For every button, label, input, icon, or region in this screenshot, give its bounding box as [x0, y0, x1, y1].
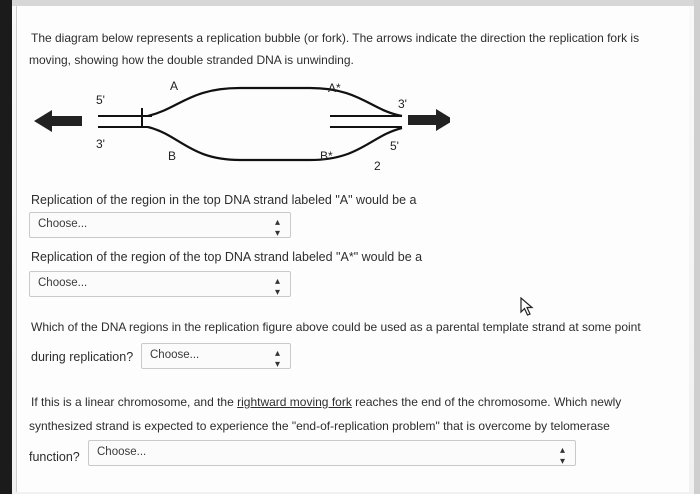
- question-1-select-value: Choose...: [38, 218, 88, 230]
- label-b: B: [168, 149, 176, 163]
- question-2-text: Replication of the region of the top DNA…: [31, 250, 423, 264]
- right-arrow-icon: [408, 109, 450, 131]
- label-b-star: B*: [320, 149, 333, 163]
- question-2-select-value: Choose...: [38, 277, 88, 289]
- bubble-top-strand: [147, 86, 403, 118]
- question-3-select[interactable]: Choose... ▴▾: [141, 343, 291, 370]
- label-a: A: [170, 79, 178, 93]
- question-4-line-1-end: reaches the end of the chromosome. Which…: [351, 395, 622, 409]
- five-prime-top-left: 5': [96, 93, 105, 107]
- question-3-select-value: Choose...: [150, 349, 200, 361]
- bubble-bottom-strand: [147, 125, 403, 162]
- question-3-line-1: Which of the DNA regions in the replicat…: [31, 320, 641, 334]
- left-arrow-icon: [34, 110, 82, 132]
- top-border: [0, 0, 700, 6]
- replication-bubble-diagram: A A* B B* 5' 3' 3' 5' 2: [34, 79, 450, 173]
- select-arrow-icon: ▴▾: [274, 276, 280, 298]
- question-3-line-2: during replication?: [31, 350, 134, 364]
- select-arrow-icon: ▴▾: [274, 348, 280, 370]
- question-4-line-2: synthesized strand is expected to experi…: [29, 419, 610, 433]
- intro-line-1: The diagram below represents a replicati…: [31, 31, 640, 45]
- question-4-line-1: If this is a linear chromosome, and the …: [31, 393, 621, 411]
- five-prime-bottom-right: 5': [390, 139, 399, 153]
- select-arrow-icon: ▴▾: [274, 217, 280, 239]
- select-arrow-icon: ▴▾: [559, 445, 565, 467]
- label-a-star: A*: [328, 81, 341, 95]
- question-card: [16, 6, 689, 492]
- question-4-select-value: Choose...: [97, 446, 147, 458]
- mouse-cursor-icon: [520, 297, 534, 316]
- three-prime-top-right: 3': [398, 97, 407, 111]
- question-4-line-1-start: If this is a linear chromosome, and the: [31, 395, 238, 409]
- rightward-moving-fork-link[interactable]: rightward moving fork: [237, 395, 352, 409]
- diagram-number: 2: [374, 159, 381, 173]
- question-2-select[interactable]: Choose... ▴▾: [29, 271, 291, 298]
- left-border: [0, 0, 12, 494]
- right-border: [694, 0, 700, 494]
- question-4-select[interactable]: Choose... ▴▾: [88, 440, 576, 467]
- question-1-select[interactable]: Choose... ▴▾: [29, 212, 291, 239]
- question-4-line-3: function?: [29, 450, 80, 464]
- intro-line-2: moving, showing how the double stranded …: [29, 53, 354, 67]
- three-prime-bottom-left: 3': [96, 137, 105, 151]
- question-1-text: Replication of the region in the top DNA…: [31, 193, 417, 207]
